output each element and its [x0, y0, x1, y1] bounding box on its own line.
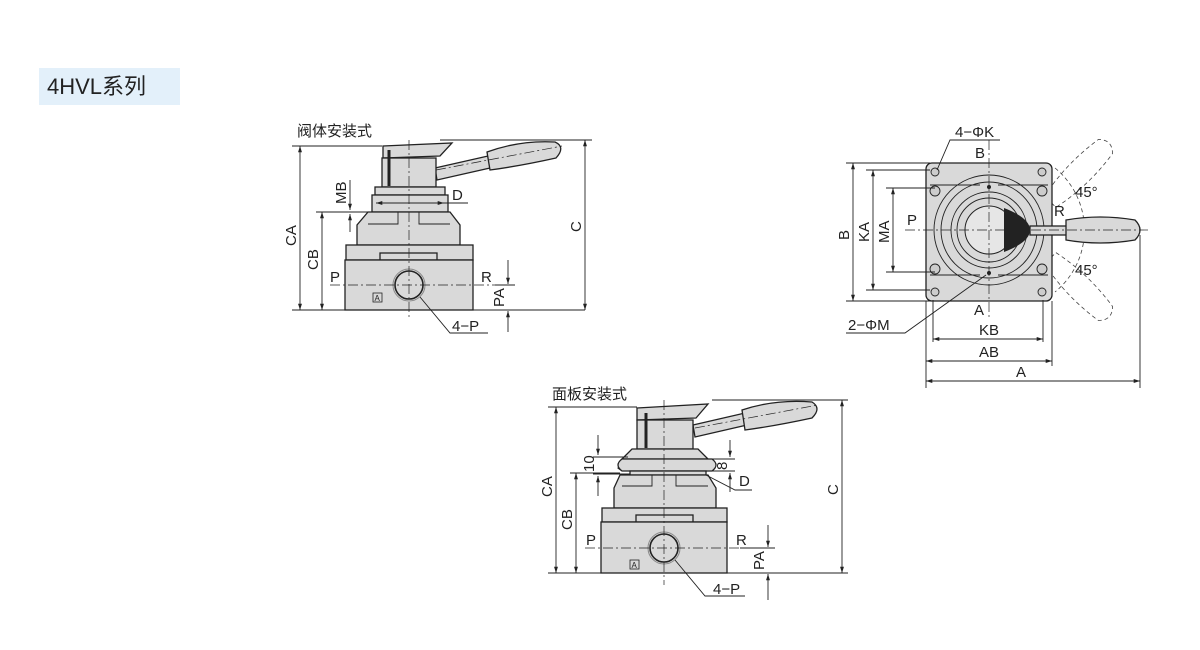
dim-CB: CB: [305, 249, 322, 270]
dim-PA: PA: [751, 551, 768, 570]
dim-MB: MB: [333, 182, 350, 205]
angle-up-label: 45°: [1075, 184, 1098, 201]
port-count: 4−P: [713, 581, 740, 598]
dim-B: B: [836, 230, 853, 240]
dim-10: 10: [581, 455, 598, 472]
panel-mount-title: 面板安装式: [552, 385, 627, 403]
dim-8: 8: [714, 462, 731, 470]
port-mark: A: [375, 294, 381, 303]
angle-down-label: 45°: [1075, 262, 1098, 279]
dim-KA: KA: [856, 222, 873, 242]
port-count: 4−P: [452, 318, 479, 335]
body-mount-title: 阀体安装式: [297, 123, 372, 140]
dim-A: A: [1016, 364, 1026, 381]
dim-C: C: [568, 221, 585, 232]
dim-CB: CB: [559, 509, 576, 530]
dim-D: D: [452, 187, 463, 204]
dim-C: C: [825, 484, 842, 495]
port-R: R: [736, 532, 747, 549]
dim-CA: CA: [539, 476, 556, 497]
top-view-drawing: 4−ΦK B A 2−ΦM P R 45° 45° B KA MA KB AB …: [836, 124, 1148, 388]
port-mark: A: [632, 561, 638, 570]
dim-PA: PA: [491, 288, 508, 307]
port-R: R: [481, 269, 492, 286]
port-B-label: B: [975, 145, 985, 162]
port-R-label: R: [1054, 203, 1065, 220]
dim-CA: CA: [283, 225, 300, 246]
series-title: 4HVL系列: [39, 68, 180, 105]
panel-mount-drawing: 面板安装式 A: [539, 385, 848, 600]
port-P: P: [330, 269, 340, 286]
dim-AB: AB: [979, 344, 999, 361]
port-P-label: P: [907, 212, 917, 229]
dim-D: D: [739, 473, 750, 490]
port-A-label: A: [974, 302, 984, 319]
port-P: P: [586, 532, 596, 549]
label-2-phi-M: 2−ΦM: [848, 317, 890, 334]
label-4-phi-K: 4−ΦK: [955, 124, 994, 141]
body-mount-drawing: 阀体安装式 A: [283, 123, 592, 335]
dim-KB: KB: [979, 322, 999, 339]
dim-MA: MA: [876, 221, 893, 244]
